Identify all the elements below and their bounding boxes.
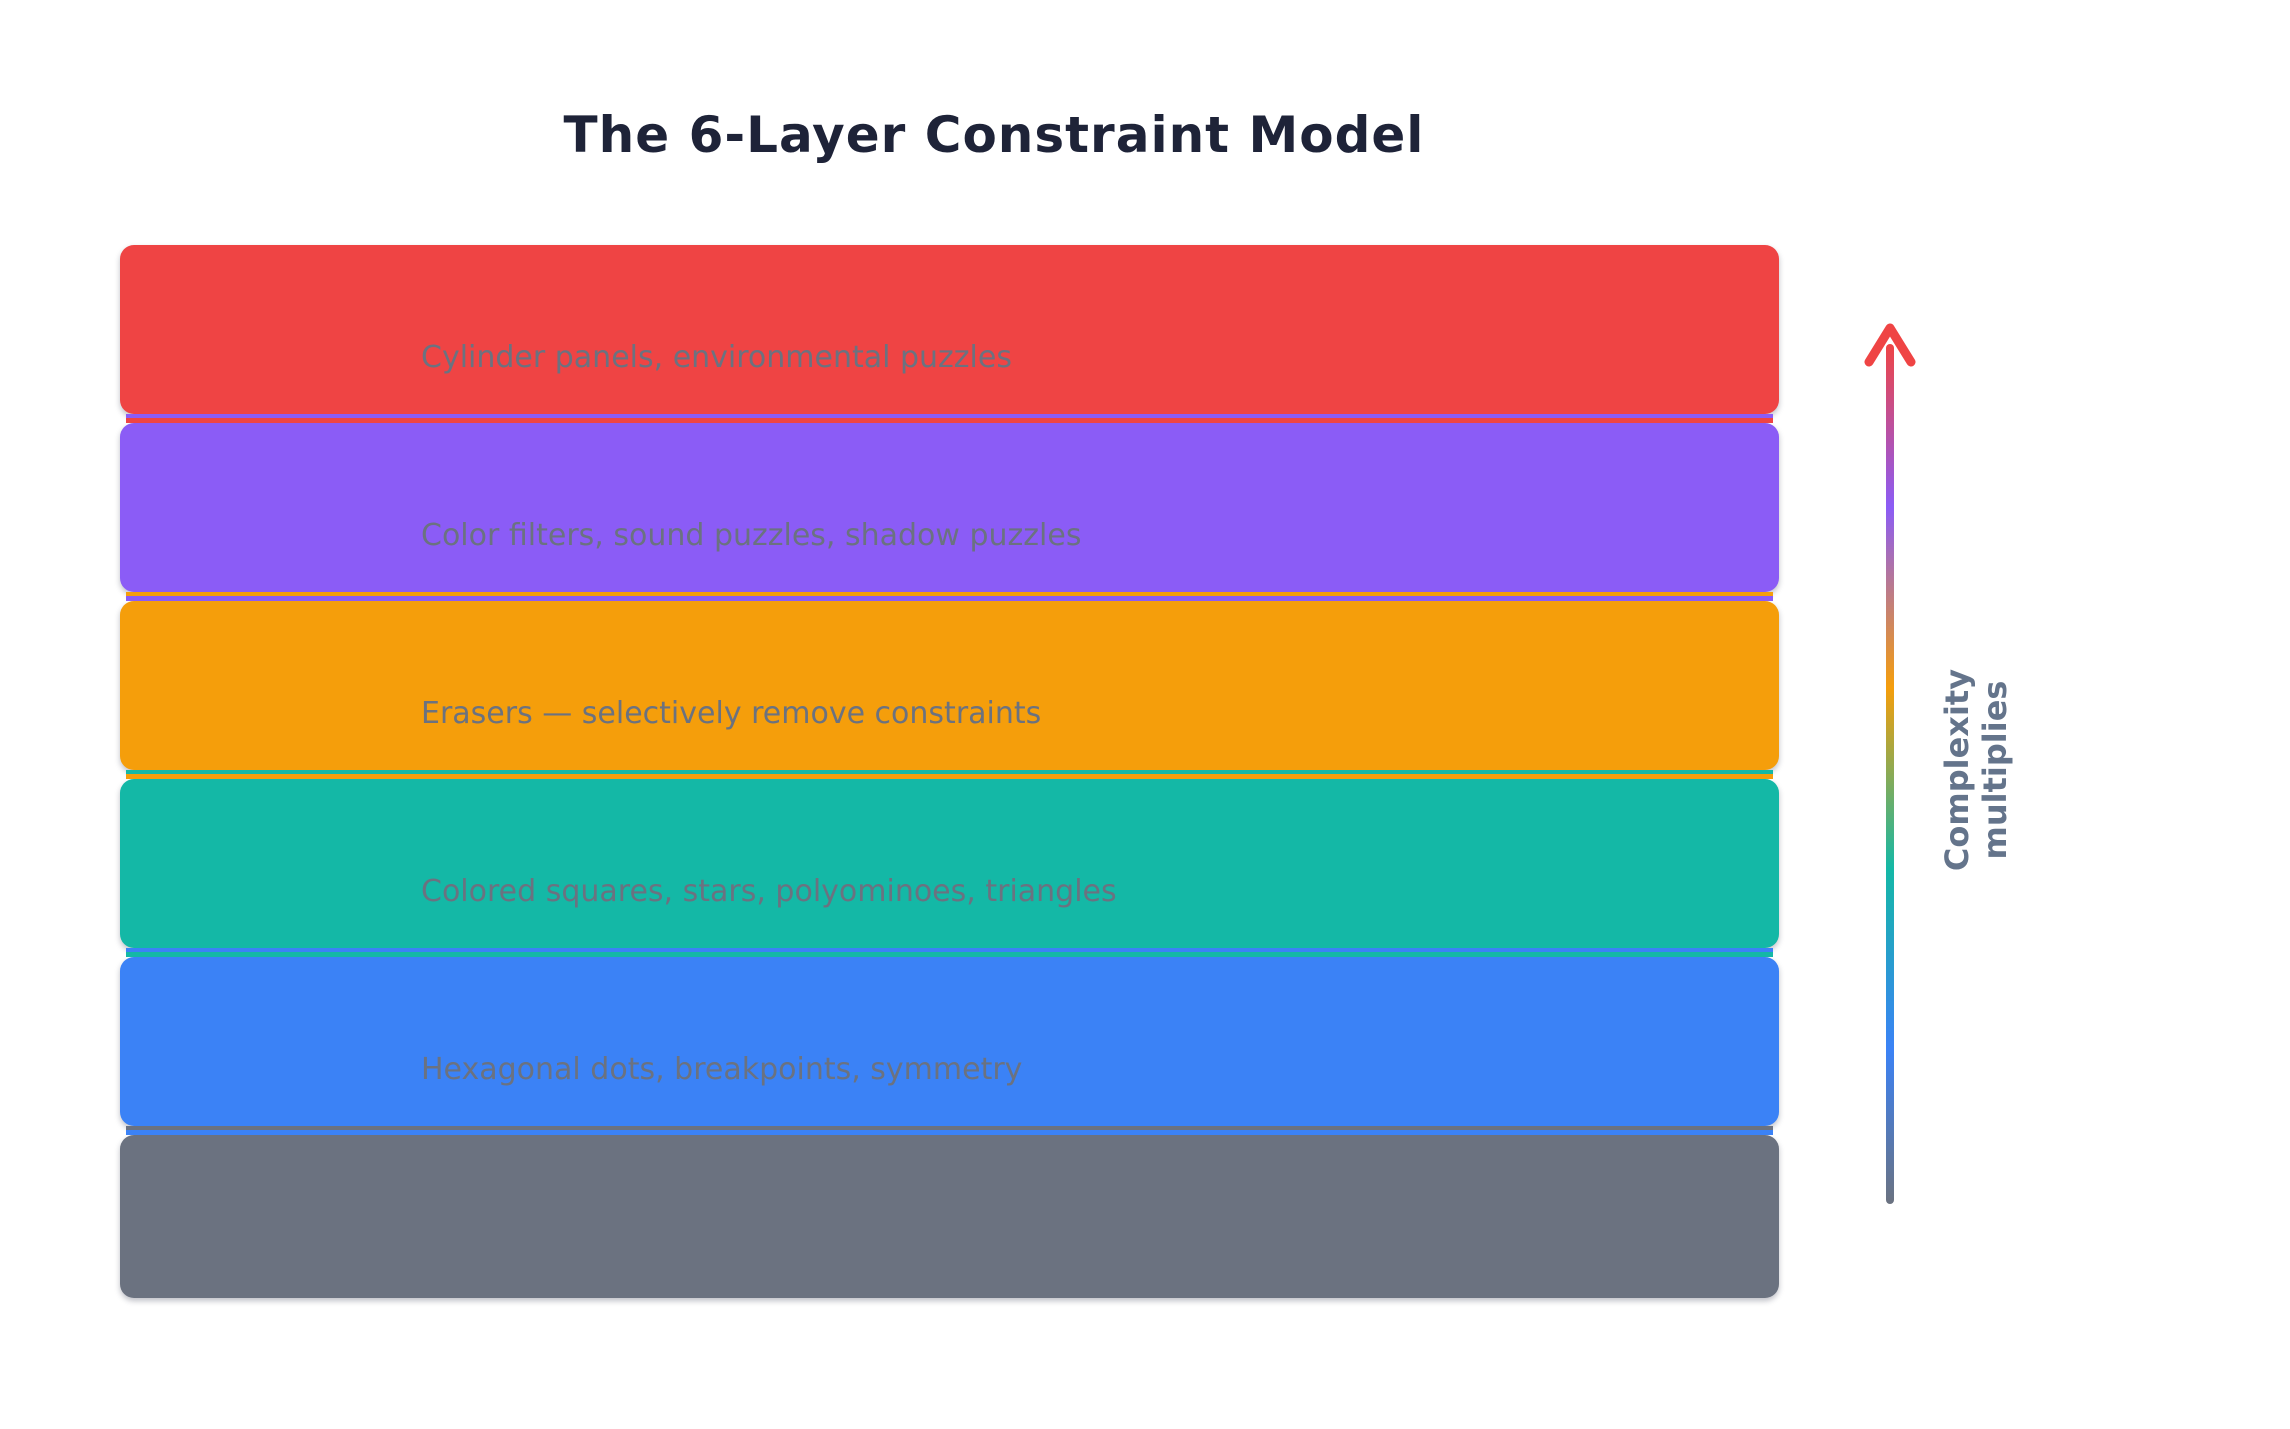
layer-boundary-stripe	[126, 592, 1773, 596]
layer-boundary-stripe	[126, 596, 1773, 601]
layer-boundary-stripe	[126, 1126, 1773, 1130]
complexity-arrow-head-icon	[1864, 323, 1916, 367]
complexity-arrow-line	[1886, 344, 1894, 1204]
layer-bar-cylinder-panels: Cylinder panels, environmental puzzles	[120, 245, 1779, 414]
layer-bar-hexagonal-dots: Hexagonal dots, breakpoints, symmetry	[120, 957, 1779, 1126]
layer-bar-erasers: Erasers — selectively remove constraints	[120, 601, 1779, 770]
layer-boundary-stripe	[126, 948, 1773, 952]
layer-boundary-stripe	[126, 1130, 1773, 1135]
layer-bar-colored-squares: Colored squares, stars, polyominoes, tri…	[120, 779, 1779, 948]
layer-description: Hexagonal dots, breakpoints, symmetry	[421, 1052, 1023, 1087]
layer-bar-base	[120, 1135, 1779, 1298]
layer-boundary-stripe	[126, 770, 1773, 774]
diagram-title: The 6-Layer Constraint Model	[563, 106, 1425, 164]
layer-boundary-stripe	[126, 418, 1773, 423]
layer-description: Cylinder panels, environmental puzzles	[421, 340, 1012, 375]
layer-description: Color filters, sound puzzles, shadow puz…	[421, 518, 1082, 553]
layer-boundary-stripe	[126, 952, 1773, 957]
layer-description: Erasers — selectively remove constraints	[421, 696, 1042, 731]
layer-bar-color-filters: Color filters, sound puzzles, shadow puz…	[120, 423, 1779, 592]
layer-boundary-stripe	[126, 774, 1773, 779]
complexity-axis-label: Complexity multiplies	[1938, 668, 2014, 872]
layer-boundary-stripe	[126, 414, 1773, 418]
layer-description: Colored squares, stars, polyominoes, tri…	[421, 874, 1117, 909]
